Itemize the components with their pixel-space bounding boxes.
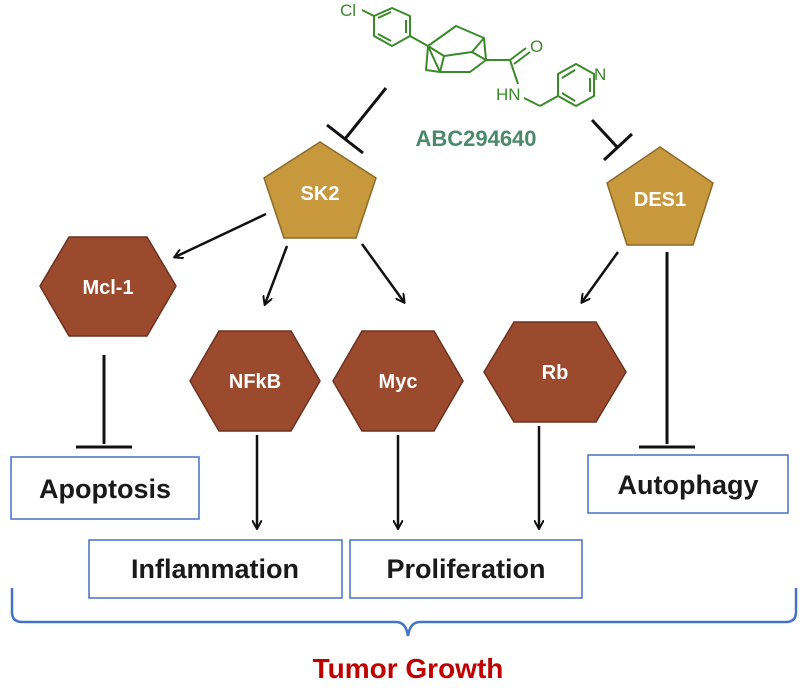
adamantane-cage	[471, 51, 487, 61]
adamantane-cage	[427, 25, 487, 73]
methylene-bond	[523, 97, 541, 107]
rb-node	[483, 321, 627, 423]
sk2-inhibition-line	[343, 87, 388, 140]
pyridine-nitrogen-label: N	[594, 65, 606, 84]
rb-label: Rb	[542, 362, 569, 384]
sk2-to-nfkb-arrow	[265, 245, 289, 304]
mcl1-node	[39, 236, 177, 337]
methylene-bond	[539, 95, 559, 107]
des1-label: DES1	[634, 189, 686, 211]
autophagy-label: Autophagy	[618, 470, 759, 500]
benzene-ring	[373, 7, 411, 47]
myc-label: Myc	[379, 371, 418, 393]
apoptosis-box	[10, 456, 200, 520]
des1-to-rb-arrow	[582, 251, 620, 302]
drug-structure: Cl O HN N	[340, 1, 606, 107]
sk2-inhibition-bar	[326, 123, 364, 155]
carbonyl-double-bond	[513, 51, 531, 65]
inflammation-box	[88, 539, 343, 599]
pyridine-double-bond	[561, 92, 576, 102]
adamantane-cage	[425, 45, 441, 73]
carbonyl-double-bond	[509, 47, 527, 61]
des1-inhibition-line	[590, 118, 620, 150]
proliferation-box	[349, 539, 583, 599]
sk2-to-myc-arrow	[360, 243, 404, 302]
amide-bond	[509, 59, 519, 85]
nfkb-label: NFkB	[229, 371, 281, 393]
nfkb-node	[189, 330, 321, 432]
tumor-growth-brace	[10, 588, 798, 637]
aryl-adamantane-bond	[409, 35, 429, 47]
pyridine-double-bond	[561, 69, 576, 79]
sk2-node	[263, 141, 377, 239]
drug-name-label: ABC294640	[415, 126, 536, 151]
pyridine-ring	[557, 63, 595, 107]
sk2-to-mcl1-arrow	[175, 212, 267, 257]
chlorine-bond	[361, 9, 375, 17]
des1-inhibition-bar	[602, 132, 634, 162]
sk2-label: SK2	[301, 183, 340, 205]
tumor-growth-label: Tumor Growth	[313, 653, 504, 684]
proliferation-label: Proliferation	[386, 554, 545, 584]
des1-node	[606, 146, 714, 246]
amide-nh-label: HN	[496, 85, 521, 104]
apoptosis-label: Apoptosis	[39, 474, 171, 504]
inflammation-label: Inflammation	[131, 554, 299, 584]
myc-node	[332, 330, 464, 432]
adamantane-cage	[439, 55, 445, 73]
chlorine-atom-label: Cl	[340, 1, 356, 20]
autophagy-box	[587, 454, 789, 514]
benzene-double-bond	[377, 33, 392, 42]
adamantane-cage	[427, 37, 485, 57]
benzene-double-bond	[377, 11, 392, 19]
oxygen-atom-label: O	[530, 37, 543, 56]
mcl1-label: Mcl-1	[82, 277, 133, 299]
